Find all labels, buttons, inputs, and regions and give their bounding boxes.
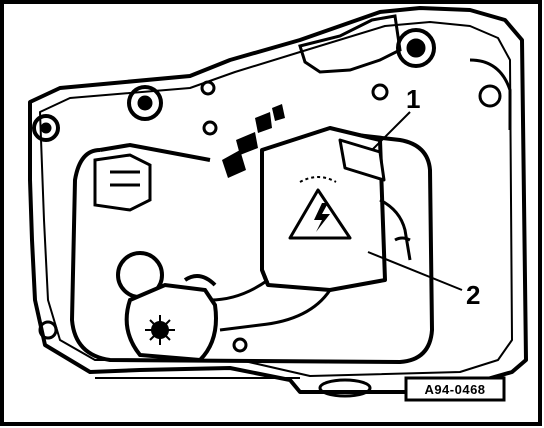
reference-code: A94-0468 [424,382,485,397]
high-voltage-warning-icon [288,176,352,240]
left-fixtures [32,80,248,353]
adjuster-motor [116,251,218,363]
leader-line-2 [367,251,463,291]
callout-1: 1 [406,84,420,114]
mounting-bracket [298,14,512,130]
cable-loop [69,130,435,365]
reference-tag: A94-0468 [404,376,506,402]
callout-leaders [367,111,463,291]
leader-line-1 [371,111,411,151]
bottom-mount [95,377,372,398]
light-rays [222,104,285,178]
bulb-socket-left [93,153,152,212]
callout-2: 2 [466,280,480,310]
